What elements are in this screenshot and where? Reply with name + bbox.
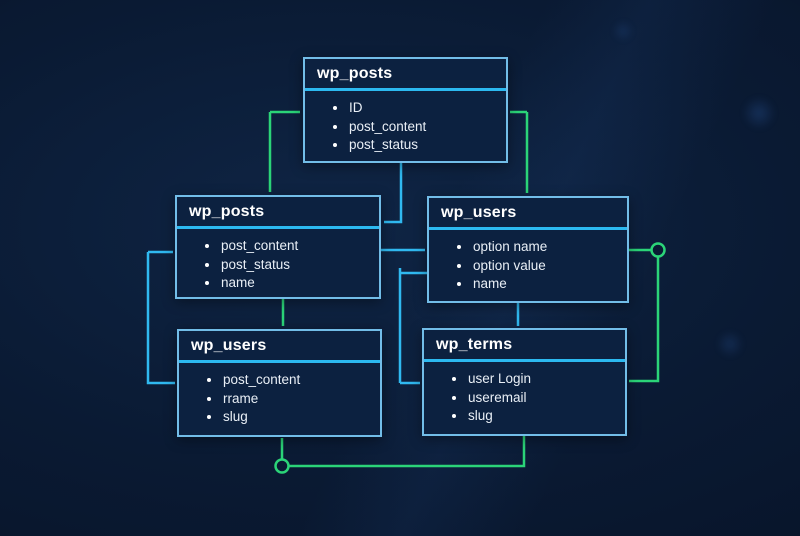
green-connectors — [268, 110, 666, 474]
table-wp-users-middle-right: wp_users option name option value name — [427, 196, 629, 303]
table-title: wp_posts — [317, 65, 393, 82]
title-separator — [177, 226, 379, 229]
table-wp-terms-bottom-right: wp_terms user Login useremail slug — [422, 328, 627, 436]
title-separator — [429, 227, 627, 230]
table-title: wp_terms — [436, 336, 513, 353]
field: post_content — [179, 371, 380, 390]
field: name — [177, 274, 379, 293]
field: rrame — [179, 390, 380, 409]
field-list: ID post_content post_status — [305, 99, 506, 155]
field-list: post_content rrame slug — [179, 371, 380, 427]
field: slug — [179, 408, 380, 427]
title-separator — [305, 88, 506, 91]
ring-terminator-bottom — [274, 458, 290, 474]
table-title: wp_users — [191, 337, 267, 354]
field: post_content — [305, 118, 506, 137]
cyan-connectors — [146, 163, 520, 385]
connector-left-into-bottomleft — [146, 252, 175, 385]
field: option name — [429, 238, 627, 257]
table-wp-users-bottom-left: wp_users post_content rrame slug — [177, 329, 382, 437]
ring-terminator-right — [650, 242, 666, 258]
field: post_status — [305, 136, 506, 155]
field: useremail — [424, 389, 625, 408]
table-title: wp_users — [441, 204, 517, 221]
field: post_content — [177, 237, 379, 256]
table-wp-posts-middle-left: wp_posts post_content post_status name — [175, 195, 381, 299]
title-separator — [424, 359, 625, 362]
field-list: post_content post_status name — [177, 237, 379, 293]
connector-top-into-midleft-right — [384, 163, 403, 224]
field: name — [429, 275, 627, 294]
field: ID — [305, 99, 506, 118]
connector-ring-into-terms — [629, 256, 660, 383]
field: user Login — [424, 370, 625, 389]
field-list: user Login useremail slug — [424, 370, 625, 426]
table-wp-posts-top: wp_posts ID post_content post_status — [303, 57, 508, 163]
field: slug — [424, 407, 625, 426]
field: option value — [429, 257, 627, 276]
table-title: wp_posts — [189, 203, 265, 220]
field-list: option name option value name — [429, 238, 627, 294]
title-separator — [179, 360, 380, 363]
connector-terms-bottom-to-ring — [288, 436, 526, 468]
field: post_status — [177, 256, 379, 275]
